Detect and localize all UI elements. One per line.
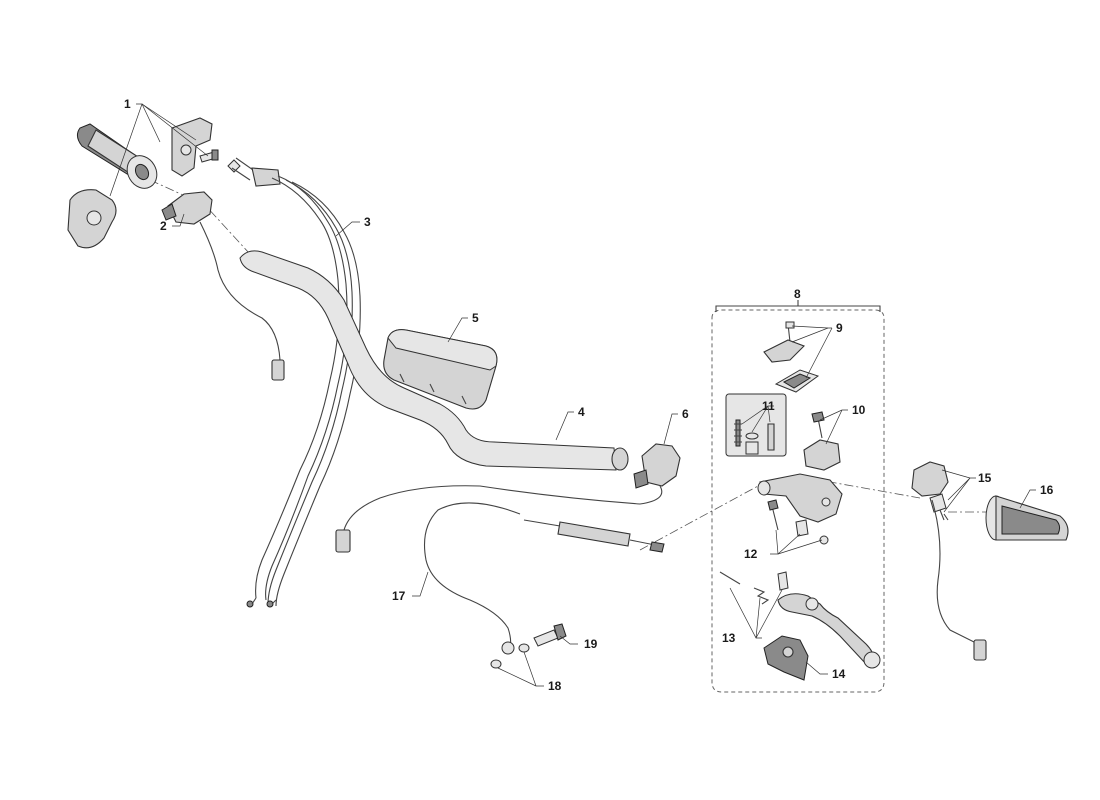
- master-cylinder-clamp[interactable]: [803, 411, 841, 471]
- left-switch-assembly[interactable]: [161, 191, 285, 381]
- callout-15: 15: [978, 471, 992, 485]
- washer-b: [518, 643, 530, 653]
- right-housing-connector: [973, 639, 987, 661]
- throttle-cables[interactable]: [227, 157, 361, 608]
- reservoir-cap: [763, 339, 805, 363]
- callout-19: 19: [584, 637, 598, 651]
- brake-lever-set[interactable]: [719, 571, 881, 669]
- banjo-bolt-washers[interactable]: [490, 623, 567, 669]
- callout-6: 6: [682, 407, 689, 421]
- brake-hose[interactable]: [423, 502, 665, 655]
- left-switch-connector: [271, 359, 285, 381]
- callout-9: 9: [836, 321, 843, 335]
- callout-18: 18: [548, 679, 562, 693]
- pivot-bolt: [771, 505, 779, 531]
- callout-10: 10: [852, 403, 866, 417]
- handlebar-pad[interactable]: [383, 329, 498, 410]
- reservoir-cap-set[interactable]: [763, 321, 820, 393]
- callout-1: 1: [124, 97, 131, 111]
- callout-13: 13: [722, 631, 736, 645]
- lever-guard[interactable]: [763, 635, 809, 681]
- lever-pivot-parts[interactable]: [767, 499, 829, 545]
- right-switch-assembly[interactable]: [335, 443, 681, 553]
- pivot-nut: [819, 535, 829, 545]
- washer-a: [490, 659, 502, 669]
- callout-5: 5: [472, 311, 479, 325]
- callout-14: 14: [832, 667, 846, 681]
- pivot-bushing: [795, 519, 809, 537]
- callout-11: 11: [762, 399, 775, 413]
- callout-8: 8: [794, 287, 801, 301]
- handlebar[interactable]: [239, 250, 629, 471]
- leader-lines: [109, 103, 1036, 687]
- right-switch-connector: [335, 529, 351, 553]
- callout-4: 4: [578, 405, 585, 419]
- callout-labels: 1 2 3 5 4 6 8 9 11 10 12 13 14 15 16 17 …: [124, 97, 1054, 693]
- callout-2: 2: [160, 219, 167, 233]
- banjo-bolt: [533, 629, 559, 647]
- right-switch-housing[interactable]: [911, 461, 987, 661]
- lever-pin: [719, 571, 741, 585]
- master-cylinder-group-outline: [711, 300, 885, 693]
- left-switch-body: [167, 191, 213, 225]
- callout-3: 3: [364, 215, 371, 229]
- right-switch-body: [641, 443, 681, 487]
- lever-spring: [753, 587, 770, 605]
- throttle-housing-upper: [171, 117, 213, 177]
- callout-17: 17: [392, 589, 406, 603]
- callout-16: 16: [1040, 483, 1054, 497]
- master-cylinder-body[interactable]: [757, 473, 843, 523]
- clamp: [803, 439, 841, 471]
- callout-12: 12: [744, 547, 758, 561]
- throttle-grip-assembly[interactable]: [67, 117, 219, 249]
- right-grip[interactable]: [985, 495, 1069, 541]
